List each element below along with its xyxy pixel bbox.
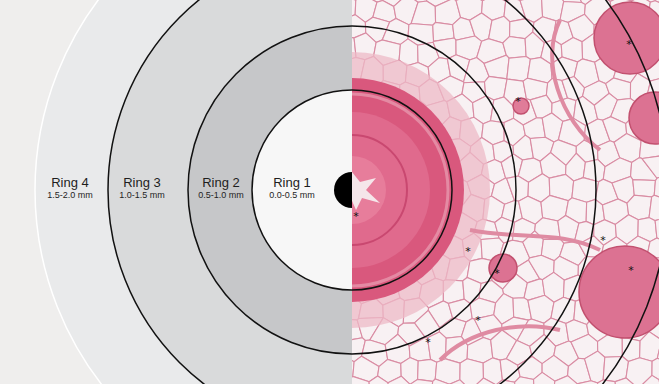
fat-cell <box>484 55 509 79</box>
ring-name: Ring 2 <box>198 175 244 190</box>
fat-cell <box>445 380 473 384</box>
fat-cell <box>585 351 605 383</box>
asterisk-mark: * <box>626 39 632 50</box>
ring-3-band <box>108 0 352 384</box>
fat-cell <box>388 376 410 384</box>
fat-cell <box>467 337 493 363</box>
center-disc <box>334 172 352 208</box>
fat-cell <box>640 332 659 362</box>
fat-cell <box>385 334 410 363</box>
fat-cell <box>491 97 515 123</box>
asterisk-mark: * <box>628 265 634 276</box>
fat-cell <box>409 337 430 361</box>
muscle-inner <box>352 112 430 268</box>
ring-outline <box>188 26 516 354</box>
asterisk-mark: * <box>515 96 521 107</box>
muscle-wall <box>352 78 464 302</box>
fat-cell <box>515 377 535 384</box>
fat-cell <box>534 372 555 384</box>
fat-cell <box>552 376 578 384</box>
fat-cell <box>633 180 656 197</box>
ring-outline <box>252 90 452 290</box>
ring-name: Ring 4 <box>47 175 93 190</box>
asterisk-mark: * <box>494 268 500 279</box>
fat-cell <box>507 56 531 81</box>
ring-range: 0.5-1.0 mm <box>198 190 244 201</box>
muscle-layer <box>352 135 407 245</box>
histology-section <box>352 0 659 384</box>
fat-cell <box>460 359 484 384</box>
ring-band-label: Ring 20.5-1.0 mm <box>198 175 244 201</box>
ring-range: 0.0-0.5 mm <box>269 190 315 201</box>
fat-cell <box>418 359 437 381</box>
mucosa <box>352 156 386 224</box>
ring-name: Ring 3 <box>119 175 165 190</box>
fat-cell <box>614 134 641 163</box>
ring-1-band <box>252 90 352 290</box>
ring-bands <box>0 0 352 384</box>
asterisk-mark: * <box>465 246 471 257</box>
fat-cell <box>638 375 659 384</box>
ring-range: 1.5-2.0 mm <box>47 190 93 201</box>
fat-cell <box>352 376 370 384</box>
fat-cell <box>411 1 435 25</box>
fat-cell <box>409 379 433 384</box>
ring-2-band <box>188 26 352 354</box>
lumen <box>352 172 380 210</box>
asterisk-mark: * <box>353 211 359 222</box>
nerve-bundle <box>489 254 517 282</box>
ring-band-label: Ring 10.0-0.5 mm <box>269 175 315 201</box>
ring-band-label: Ring 41.5-2.0 mm <box>47 175 93 201</box>
nerve-bundle <box>594 2 659 74</box>
ring-outline <box>352 0 659 384</box>
ring-outline <box>108 0 596 384</box>
fat-cell <box>649 195 659 220</box>
fat-cell <box>433 38 456 59</box>
fat-cell <box>642 156 659 178</box>
asterisk-mark: * <box>475 315 481 326</box>
nerve-bundle <box>629 92 659 144</box>
loose-tissue <box>352 52 490 328</box>
fat-cell <box>471 378 496 384</box>
ring-band-label: Ring 31.0-1.5 mm <box>119 175 165 201</box>
nerve-bundle <box>579 246 659 338</box>
fat-cell <box>464 58 489 83</box>
fat-cell <box>496 380 517 384</box>
fat-cell <box>571 381 598 384</box>
muscle-layer <box>352 94 448 286</box>
ring-range: 1.0-1.5 mm <box>119 190 165 201</box>
asterisk-mark: * <box>600 235 606 246</box>
asterisk-mark: * <box>425 337 431 348</box>
fat-cell <box>429 379 449 384</box>
ring-4-band <box>35 0 352 384</box>
fat-cell <box>598 380 618 384</box>
fat-cell <box>615 378 642 384</box>
ring-name: Ring 1 <box>269 175 315 190</box>
